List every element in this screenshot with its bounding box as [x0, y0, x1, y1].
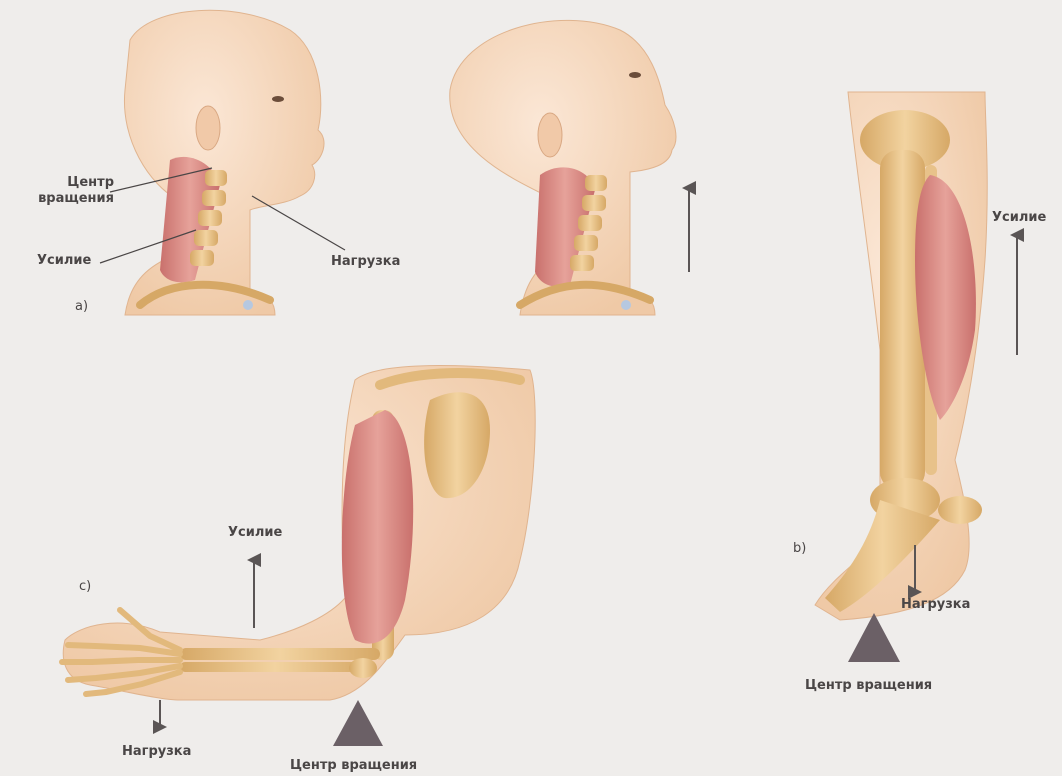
effort-label-a: Усилие: [37, 253, 91, 269]
pivot-label-a: Центр вращения: [20, 175, 114, 207]
effort-label-c: Усилие: [228, 525, 282, 541]
effort-label-b: Усилие: [992, 210, 1046, 226]
pivot-label-a-line2: вращения: [20, 191, 114, 207]
panel-tag-b: b): [793, 541, 806, 557]
fulcrum-arm: [333, 700, 383, 746]
panel-tag-a: a): [75, 299, 88, 315]
load-label-c: Нагрузка: [122, 744, 191, 760]
pivot-label-b: Центр вращения: [805, 678, 932, 694]
head-neutral: [124, 10, 324, 315]
biceps-muscle: [342, 410, 413, 644]
load-label-a: Нагрузка: [331, 254, 400, 270]
load-label-b: Нагрузка: [901, 597, 970, 613]
panel-tag-c: c): [79, 579, 91, 595]
pivot-label-a-line1: Центр: [20, 175, 114, 191]
pivot-label-c: Центр вращения: [290, 758, 417, 774]
fulcrum-leg: [848, 613, 900, 662]
